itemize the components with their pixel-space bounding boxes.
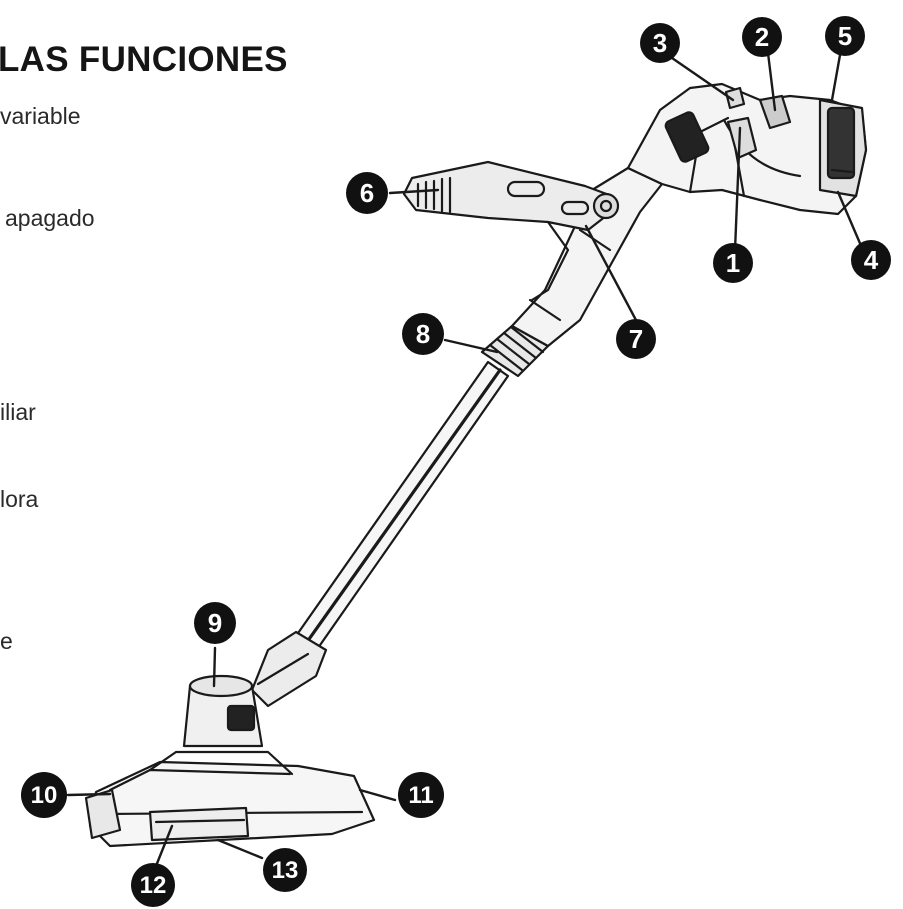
callout-leader-lines (66, 51, 864, 868)
spool (148, 806, 250, 842)
callout-13: 13 (263, 848, 307, 892)
callout-9: 9 (194, 602, 236, 644)
callout-1: 1 (713, 243, 753, 283)
list-item-fragment-4: lora (0, 486, 39, 512)
lock-off-button (724, 86, 746, 110)
svg-text:12: 12 (140, 872, 167, 899)
callout-4: 4 (851, 240, 891, 280)
svg-text:5: 5 (838, 21, 852, 51)
section-heading: LAS FUNCIONES (0, 40, 288, 79)
motor-head (182, 674, 264, 748)
svg-text:11: 11 (408, 782, 433, 809)
list-item-fragment-2: apagado (5, 205, 95, 231)
callout-2: 2 (742, 17, 782, 57)
trigger (726, 116, 758, 160)
callout-12: 12 (131, 863, 175, 907)
callout-3: 3 (640, 23, 680, 63)
callout-5: 5 (825, 16, 865, 56)
svg-text:13: 13 (272, 857, 299, 884)
svg-text:4: 4 (864, 245, 879, 275)
callout-8: 8 (402, 313, 444, 355)
svg-text:1: 1 (726, 248, 740, 278)
callout-6: 6 (346, 172, 388, 214)
callout-11: 11 (398, 772, 444, 818)
callout-10: 10 (21, 772, 67, 818)
edge-guide (84, 788, 122, 840)
svg-text:6: 6 (360, 178, 374, 208)
rear-knob (758, 94, 792, 130)
svg-text:10: 10 (31, 782, 58, 809)
trimmer-shaft (294, 360, 510, 650)
lower-coupling (250, 630, 328, 708)
list-item-fragment-5: e (0, 628, 13, 654)
callout-7: 7 (616, 319, 656, 359)
svg-text:9: 9 (208, 608, 222, 638)
list-item-fragment-1: variable (0, 103, 81, 129)
svg-text:7: 7 (629, 324, 643, 354)
svg-text:8: 8 (416, 319, 430, 349)
svg-text:3: 3 (653, 28, 667, 58)
list-item-fragment-3: iliar (0, 399, 36, 425)
battery-pack (818, 98, 868, 198)
svg-text:2: 2 (755, 22, 769, 52)
